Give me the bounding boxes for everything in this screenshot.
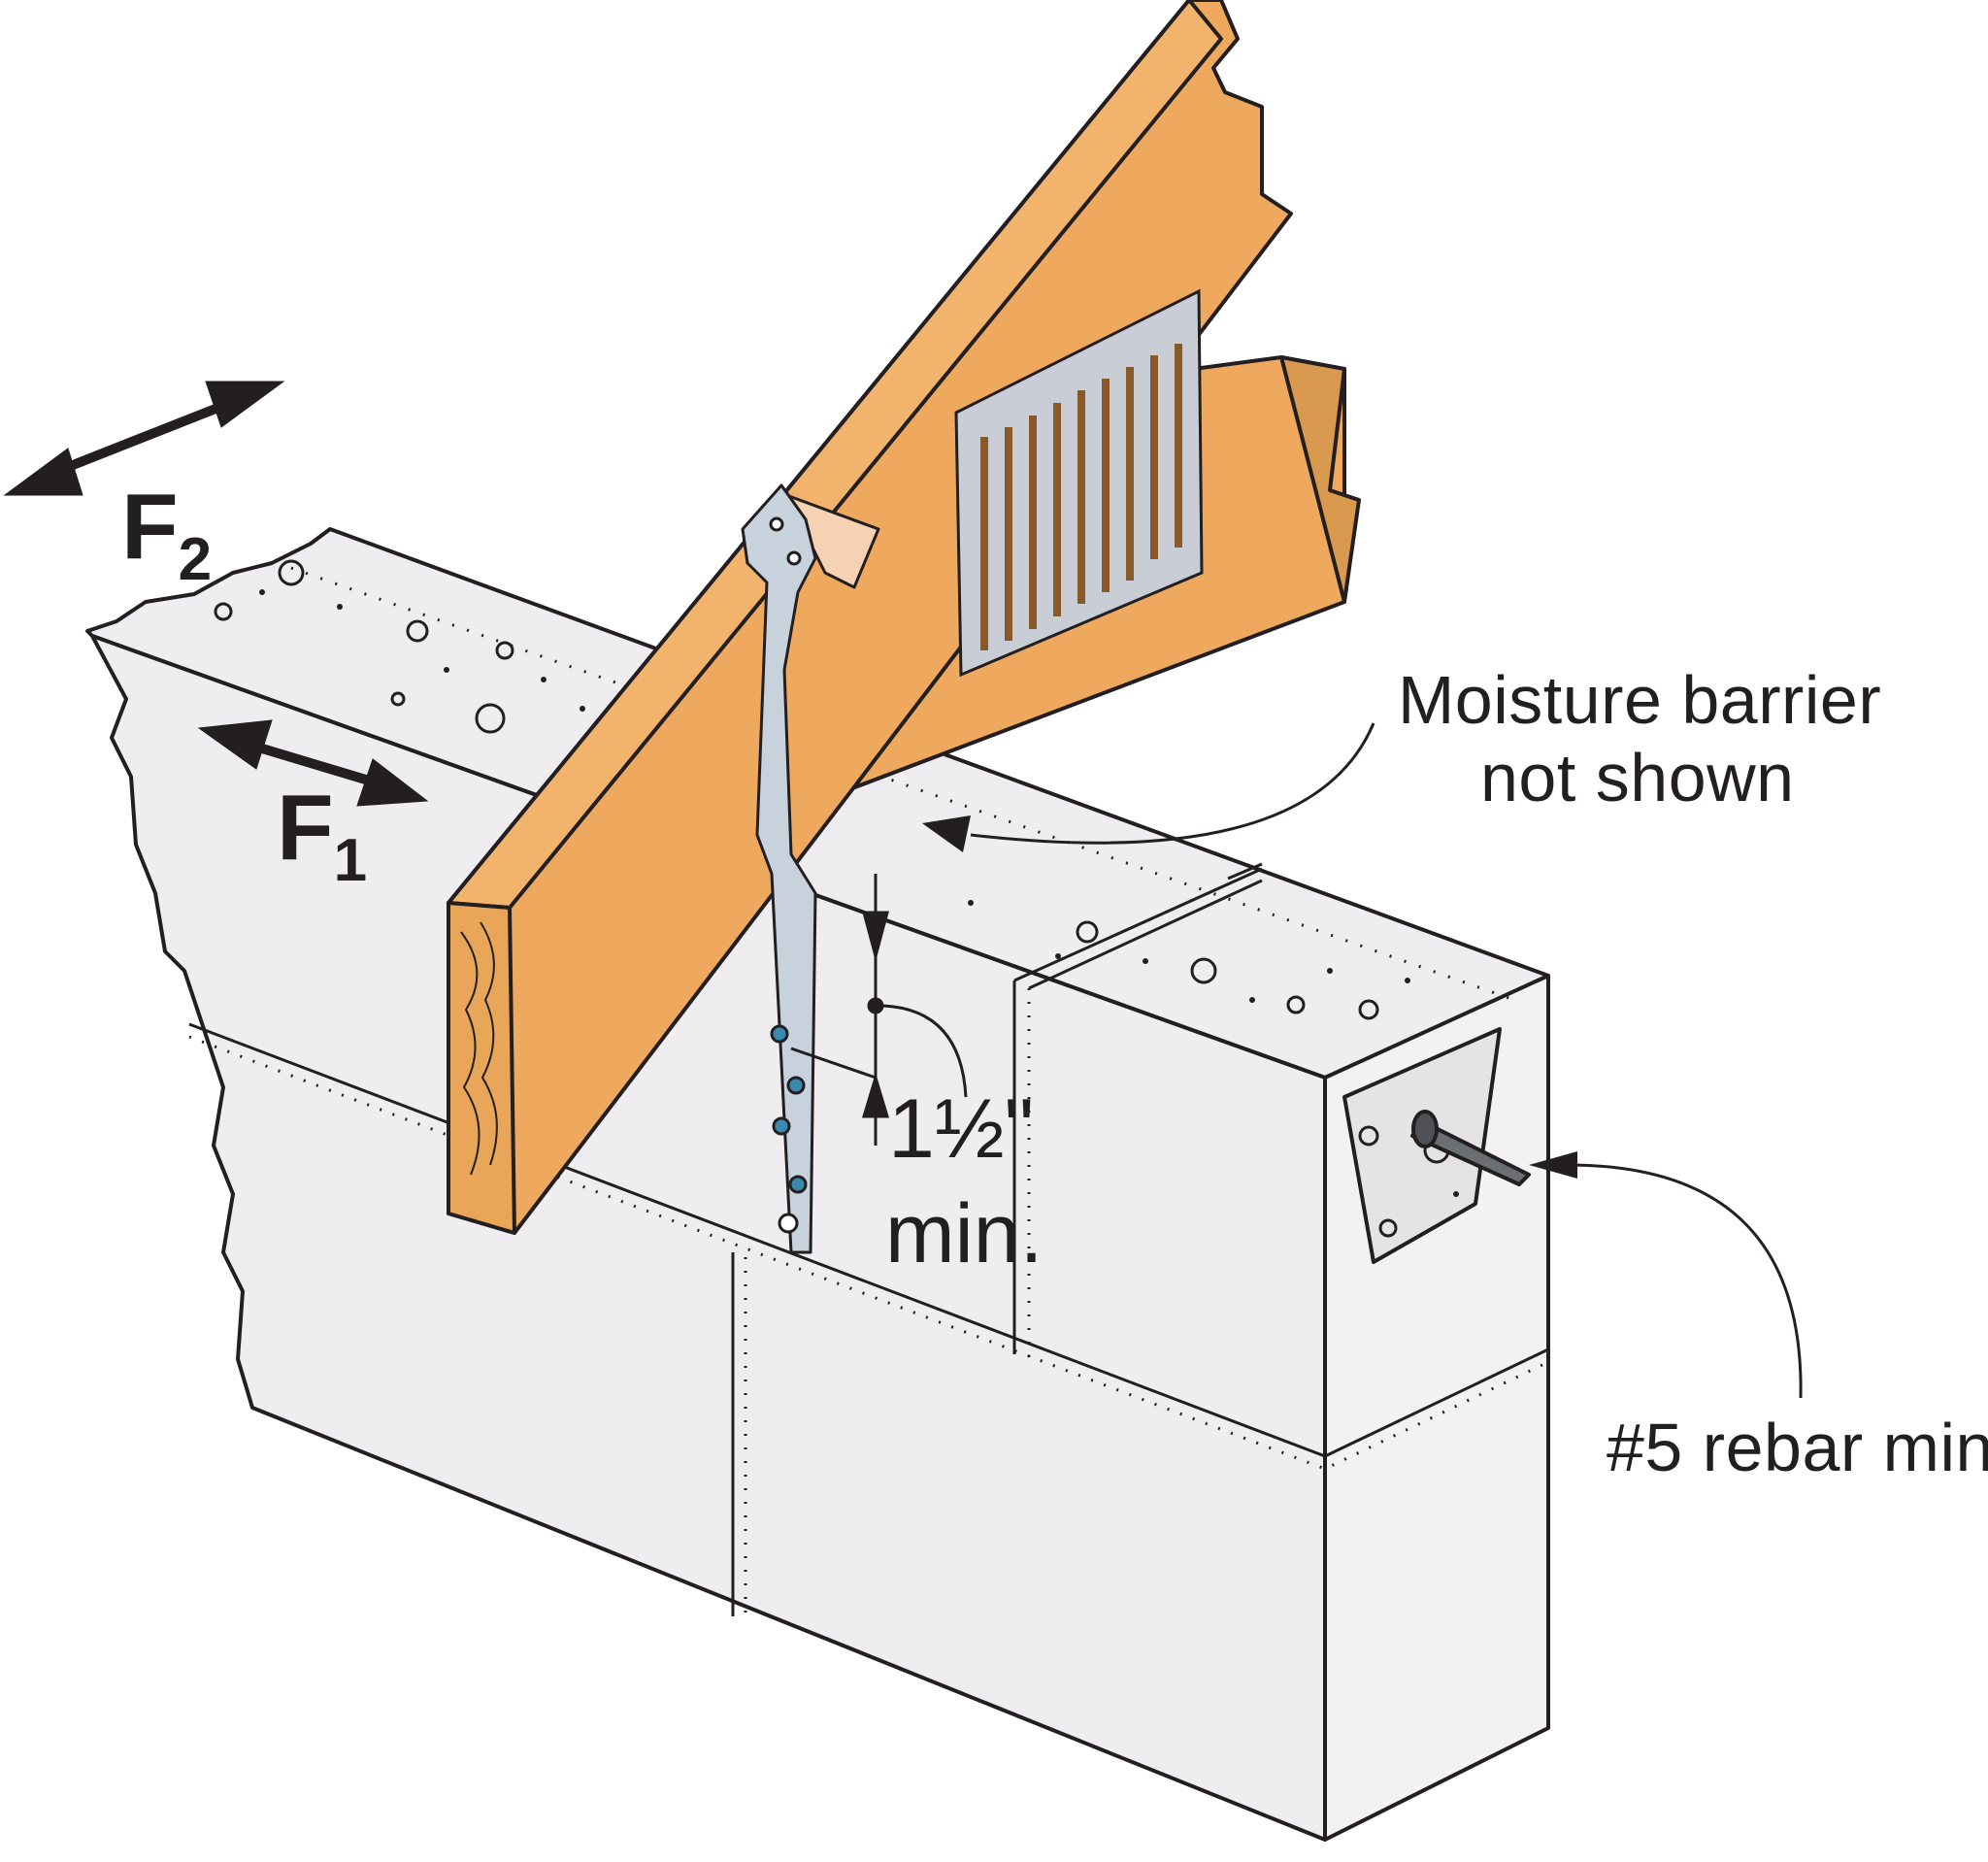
truss-top-chord	[447, 0, 1293, 1235]
dimension-value: 1½"	[888, 1082, 1034, 1176]
moisture-leader	[922, 722, 1375, 852]
strap	[741, 483, 817, 1254]
wall-front-face	[90, 634, 1327, 1842]
dimension-arrow-bottom	[861, 1072, 890, 1118]
dimension	[790, 874, 968, 1146]
rebar	[1410, 1110, 1531, 1186]
dimension-unit: min.	[885, 1187, 1043, 1280]
dimension-point	[867, 997, 884, 1014]
strap-tie	[741, 483, 880, 1254]
rafter-end-grain	[447, 901, 516, 1235]
truss-plate	[954, 288, 1204, 678]
concrete-dots	[259, 589, 1459, 1197]
force-arrow-f2	[3, 381, 285, 496]
wood-grain	[460, 921, 498, 1176]
moisture-barrier-label: Moisture barrier	[1398, 662, 1881, 738]
rebar-label: #5 rebar min.	[1607, 1410, 1988, 1485]
dimension-arrow-top	[862, 911, 889, 962]
strap-fasteners	[770, 1024, 808, 1194]
force-arrow-f1	[197, 719, 429, 807]
rebar-leader	[1529, 1151, 1803, 1399]
force-label-f1: F1	[277, 776, 367, 894]
force-label-f2: F2	[121, 475, 212, 593]
moisture-barrier-label-2: not shown	[1480, 740, 1795, 815]
mortar-joints	[91, 566, 1549, 1619]
strap-holes	[769, 516, 802, 1234]
